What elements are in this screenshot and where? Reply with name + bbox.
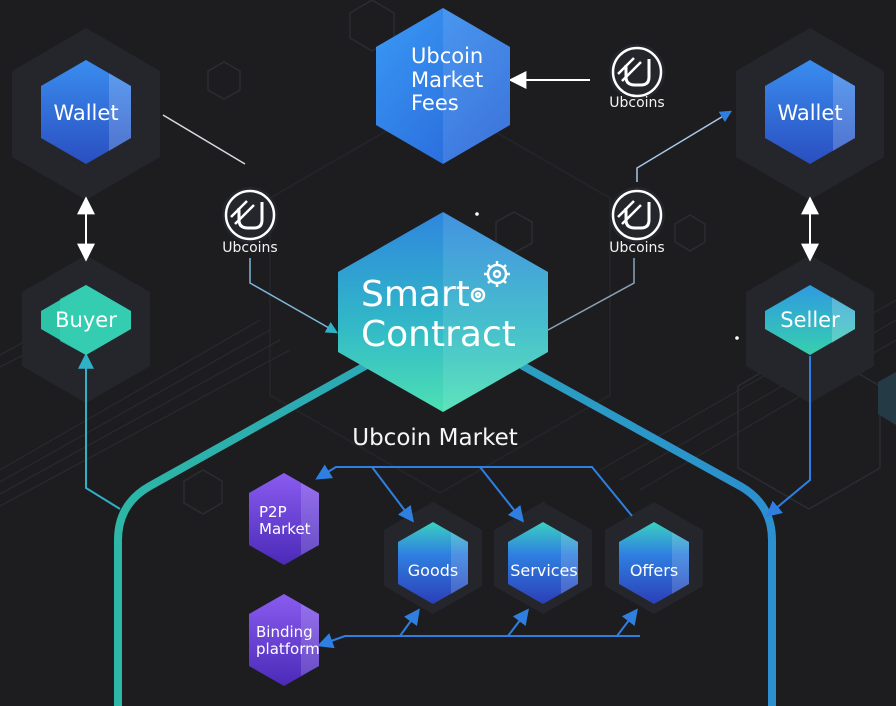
goods-facet (451, 532, 468, 594)
smart-contract-facet (443, 212, 548, 412)
line-contract-to-coin (547, 258, 635, 331)
seller-label: Seller (780, 307, 840, 332)
seller-node (765, 285, 855, 355)
services-hex (508, 522, 578, 604)
arrow-coin-to-contract (249, 258, 339, 334)
buyer-label: Buyer (55, 307, 117, 332)
wallet-right-label: Wallet (777, 100, 843, 125)
services-node (508, 522, 578, 604)
goods-label: Goods (407, 560, 459, 580)
offers-facet (672, 532, 689, 594)
arrow-market-to-buyer (78, 352, 121, 510)
coin-left-label: Ubcoins (222, 240, 278, 256)
smart-contract-label: Smart Contract (361, 274, 516, 356)
wallet-left-hex (41, 60, 131, 164)
offers-hex (619, 522, 689, 604)
seller-hex (765, 285, 855, 355)
gears-icon (470, 261, 510, 303)
buyer-facet (60, 285, 131, 355)
p2p-facet (301, 483, 319, 555)
market-outline (114, 362, 776, 706)
bg-hex (207, 61, 241, 100)
bg-line (0, 339, 281, 495)
coin-right-icon (609, 187, 665, 243)
arrow-binding-offers (616, 608, 638, 637)
dot (735, 336, 739, 340)
fees-hex (376, 8, 510, 164)
p2p-node (249, 473, 319, 565)
wallet-left-node (41, 60, 131, 164)
wallet-left-facet (109, 73, 131, 151)
services-facet (561, 532, 578, 594)
binding-hex (249, 594, 319, 686)
bg-line (0, 329, 271, 483)
wallet-right-hex (765, 60, 855, 164)
arrow-to-p2p (315, 464, 633, 517)
arrow-binding-services (507, 608, 529, 637)
market-title: Ubcoin Market (352, 425, 518, 451)
arrow-binding-goods (399, 608, 420, 637)
services-label: Services (510, 560, 578, 580)
bg-hex (183, 469, 223, 515)
p2p-hex (249, 473, 319, 565)
binding-label: Binding platform (256, 623, 320, 659)
connectors (77, 71, 819, 649)
arrow-p2p-services (479, 466, 524, 523)
arrow-to-binding (316, 633, 640, 649)
binding-facet (301, 604, 319, 676)
coin-left-icon (222, 187, 278, 243)
p2p-label: P2P Market (259, 503, 311, 539)
buyer-node (41, 285, 131, 355)
bg-line (0, 319, 261, 471)
goods-hex (398, 522, 468, 604)
dot (475, 212, 479, 216)
fees-facet (443, 8, 510, 164)
bg-hex (349, 0, 395, 52)
offers-label: Offers (629, 560, 679, 580)
arrow-coin-to-wallet (636, 110, 733, 182)
wallet-left-label: Wallet (53, 100, 119, 125)
wallet-right-facet (833, 73, 855, 151)
smart-contract-node (338, 212, 548, 412)
line-wallet-to-coin (162, 114, 246, 165)
arrow-p2p-goods (371, 466, 414, 523)
coin-right-label: Ubcoins (609, 240, 665, 256)
goods-node (398, 522, 468, 604)
wallet-right-node (765, 60, 855, 164)
bg-line (0, 349, 291, 507)
bg-hex (674, 214, 706, 252)
seller-facet (832, 297, 855, 343)
coin-top-label: Ubcoins (609, 95, 665, 111)
fees-node (376, 8, 510, 164)
offers-node (619, 522, 689, 604)
coin-top-icon (609, 44, 665, 100)
bg-hex-edge (878, 372, 896, 425)
fees-label: Ubcoin Market Fees (411, 44, 484, 116)
smart-contract-hex (338, 212, 548, 412)
arrow-seller-to-market (765, 356, 811, 518)
binding-node (249, 594, 319, 686)
